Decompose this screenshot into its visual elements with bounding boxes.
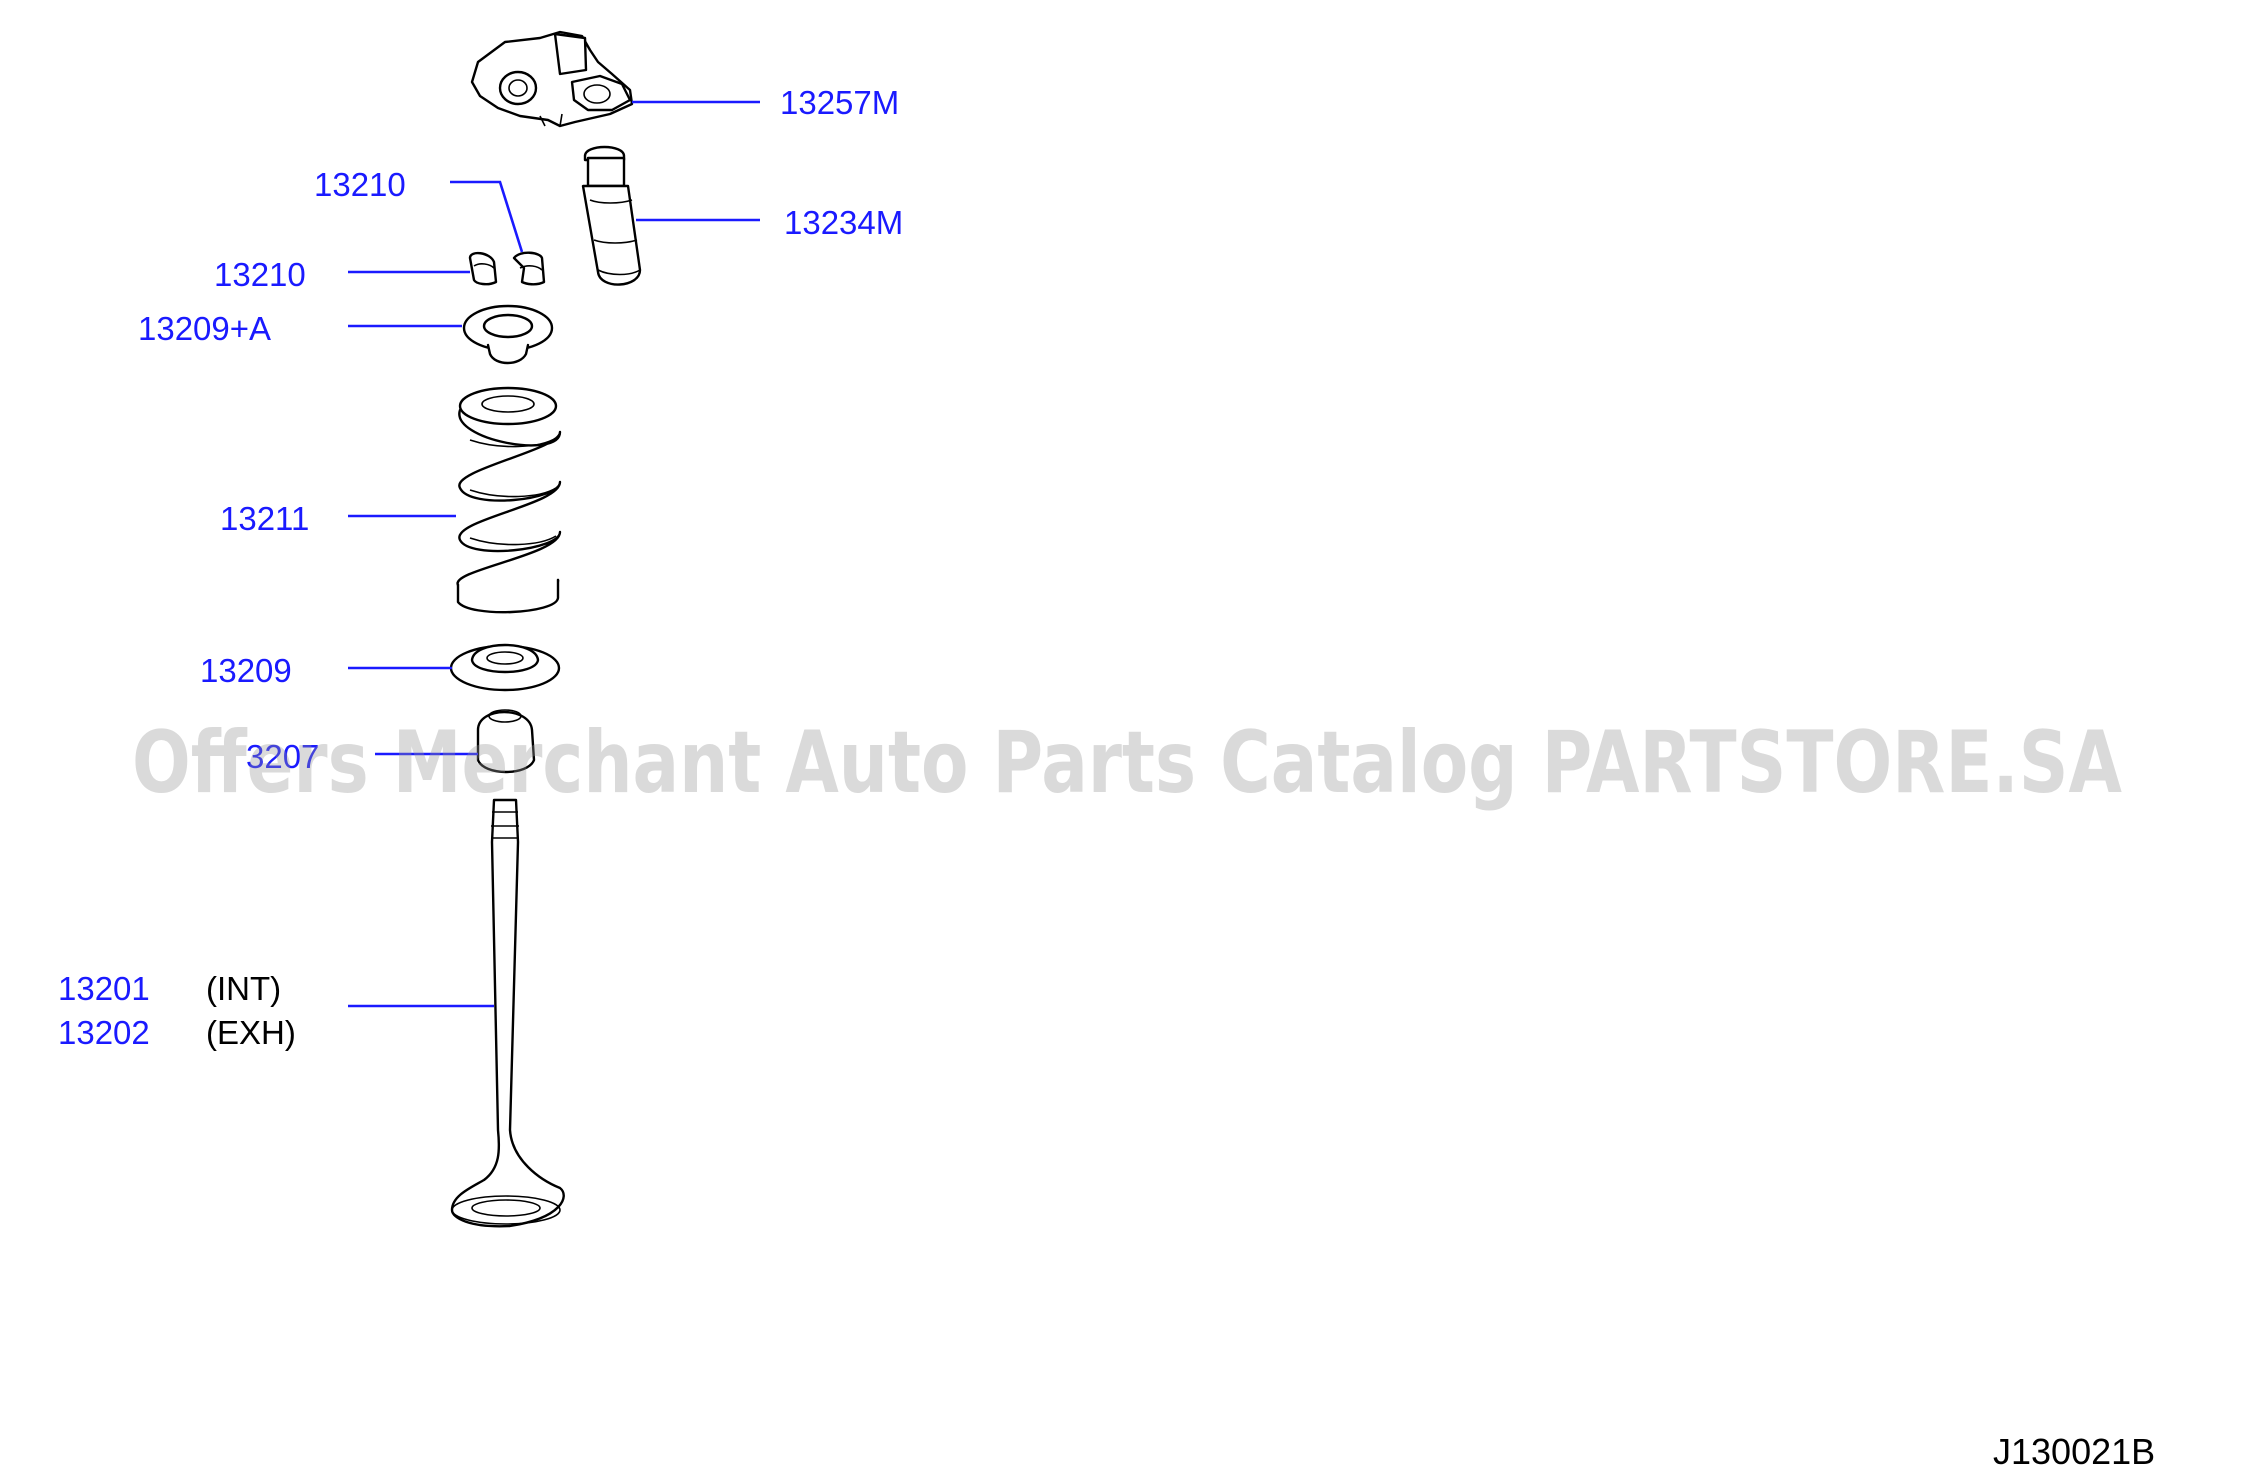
- callout-13209a[interactable]: 13209+A: [138, 310, 271, 347]
- callout-13257m[interactable]: 13257M: [780, 84, 899, 121]
- callout-13211[interactable]: 13211: [220, 500, 309, 537]
- lash-adjuster-drawing[interactable]: [581, 145, 642, 286]
- note-intake: (INT): [206, 970, 281, 1007]
- callout-13234m[interactable]: 13234M: [784, 204, 903, 241]
- valve-drawing[interactable]: [450, 798, 565, 1228]
- note-exhaust: (EXH): [206, 1014, 296, 1051]
- callout-13210-lower[interactable]: 13210: [214, 256, 306, 293]
- callout-13201[interactable]: 13201: [58, 970, 150, 1007]
- valve-spring-drawing[interactable]: [456, 386, 562, 614]
- leader-lines: [348, 100, 760, 1008]
- spring-retainer-drawing[interactable]: [462, 304, 554, 365]
- callout-3207[interactable]: 3207: [246, 738, 319, 775]
- spring-seat-drawing[interactable]: [449, 643, 561, 692]
- callout-13202[interactable]: 13202: [58, 1014, 150, 1051]
- leader-13210-upper: [450, 180, 524, 253]
- callout-13210-upper[interactable]: 13210: [314, 166, 406, 203]
- diagram-code: J130021B: [1993, 1431, 2155, 1472]
- callout-13209[interactable]: 13209: [200, 652, 292, 689]
- valve-collet-left-drawing[interactable]: [468, 251, 498, 286]
- valve-stem-seal-drawing[interactable]: [476, 709, 536, 774]
- watermark-text: Offers Merchant Auto Parts Catalog PARTS…: [132, 713, 2122, 813]
- rocker-arm-drawing[interactable]: [470, 30, 634, 128]
- valve-collet-right-drawing[interactable]: [512, 251, 546, 286]
